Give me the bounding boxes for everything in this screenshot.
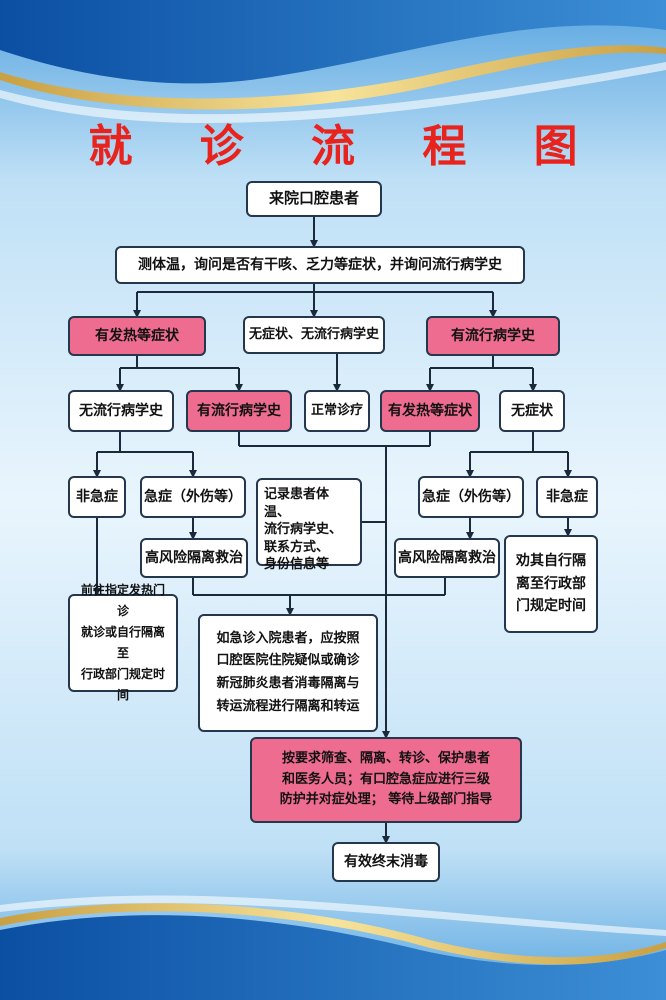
normal-treatment-node: 正常诊疗 [304, 390, 370, 432]
right-no-symptom-node: 无症状 [499, 390, 565, 432]
start-node: 来院口腔患者 [246, 181, 382, 217]
left-urgent-node: 急症（外伤等） [140, 476, 246, 518]
disinfect-node: 有效终末消毒 [332, 842, 440, 882]
inpatient-rule-node: 如急诊入院患者，应按照 口腔医院住院疑似或确诊 新冠肺炎患者消毒隔离与 转运流程… [198, 614, 378, 732]
page-title: 就 诊 流 程 图 [88, 121, 604, 172]
screen-protect-node: 按要求筛查、隔离、转诊、保护患者 和医务人员；有口腔急症应进行三级 防护并对症处… [250, 737, 522, 823]
fever-symptoms-node: 有发热等症状 [68, 316, 206, 356]
right-non-urgent-node: 非急症 [536, 476, 598, 518]
right-high-risk-node: 高风险隔离救治 [394, 538, 500, 578]
record-info-node: 记录患者体温、 流行病学史、 联系方式、 身份信息等 [256, 478, 362, 572]
top-wave [0, 0, 666, 84]
left-non-urgent-node: 非急症 [68, 476, 126, 518]
left-has-history-node: 有流行病学史 [186, 390, 292, 432]
epi-history-node: 有流行病学史 [426, 316, 560, 356]
right-fever-node: 有发热等症状 [380, 390, 480, 432]
top-gold-swoosh [0, 45, 666, 110]
left-high-risk-node: 高风险隔离救治 [140, 538, 248, 578]
persuade-isolate-node: 劝其自行隔 离至行政部 门规定时间 [504, 535, 598, 633]
screening-node: 测体温，询问是否有干咳、乏力等症状，并询问流行病学史 [115, 246, 525, 284]
bottom-wave [0, 915, 666, 1000]
right-urgent-node: 急症（外伤等） [418, 476, 524, 518]
left-no-history-node: 无流行病学史 [68, 390, 174, 432]
no-symptom-no-history-node: 无症状、无流行病学史 [243, 316, 385, 354]
bottom-gold-swoosh [0, 903, 666, 965]
